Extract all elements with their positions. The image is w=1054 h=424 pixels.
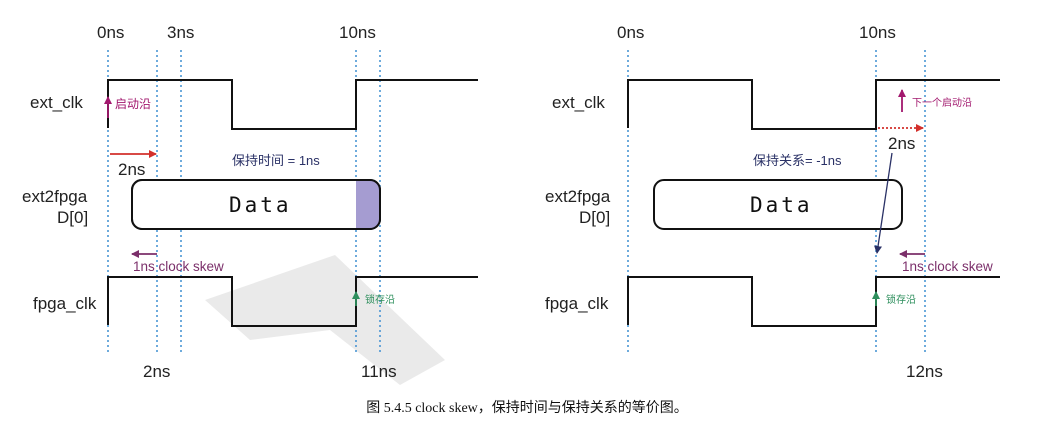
signal-d0: D[0] [57, 208, 88, 227]
hold-region [356, 181, 379, 228]
skew-label: 1ns clock skew [902, 259, 993, 274]
capture-edge-label: 锁存沿 [886, 293, 916, 306]
delay-label: 2ns [118, 160, 145, 179]
time-label-10ns: 10ns [339, 23, 376, 42]
skew-label: 1ns clock skew [133, 259, 224, 274]
data-window [653, 179, 903, 230]
time-label-3ns: 3ns [167, 23, 194, 42]
fpga-clk-waveform [627, 276, 1000, 327]
capture-edge-label: 锁存沿 [365, 293, 395, 306]
figure-caption: 图 5.4.5 clock skew，保持时间与保持关系的等价图。 [366, 399, 688, 416]
signal-ext2fpga: ext2fpga [545, 187, 611, 206]
time-label-2ns: 2ns [143, 362, 170, 381]
delay-label: 2ns [888, 134, 915, 153]
left-panel: 0ns 3ns 10ns ext_clk ext2fpga D[0] fpga_… [22, 23, 478, 381]
next-launch-edge-label: 下一个启动沿 [912, 96, 972, 109]
signal-fpga-clk: fpga_clk [545, 294, 609, 313]
ext-clk-waveform [627, 79, 1000, 130]
watermark-shape [205, 255, 445, 385]
diagonal-arrow [874, 152, 893, 254]
signal-d0: D[0] [579, 208, 610, 227]
signal-ext2fpga: ext2fpga [22, 187, 88, 206]
time-label-10ns: 10ns [859, 23, 896, 42]
hold-time-label: 保持时间 = 1ns [232, 153, 320, 168]
right-panel: 0ns 10ns ext_clk ext2fpga D[0] fpga_clk … [545, 23, 1000, 381]
time-label-0ns: 0ns [617, 23, 644, 42]
launch-edge-label: 启动沿 [115, 97, 151, 111]
hold-relation-label: 保持关系= -1ns [753, 153, 842, 168]
time-label-12ns: 12ns [906, 362, 943, 381]
ext-clk-waveform [107, 79, 478, 130]
time-label-0ns: 0ns [97, 23, 124, 42]
time-label-11ns: 11ns [361, 362, 397, 381]
signal-ext-clk: ext_clk [30, 93, 83, 112]
data-label: Data [229, 193, 292, 217]
data-label: Data [750, 193, 813, 217]
signal-ext-clk: ext_clk [552, 93, 605, 112]
fpga-clk-waveform [107, 276, 478, 327]
signal-fpga-clk: fpga_clk [33, 294, 97, 313]
